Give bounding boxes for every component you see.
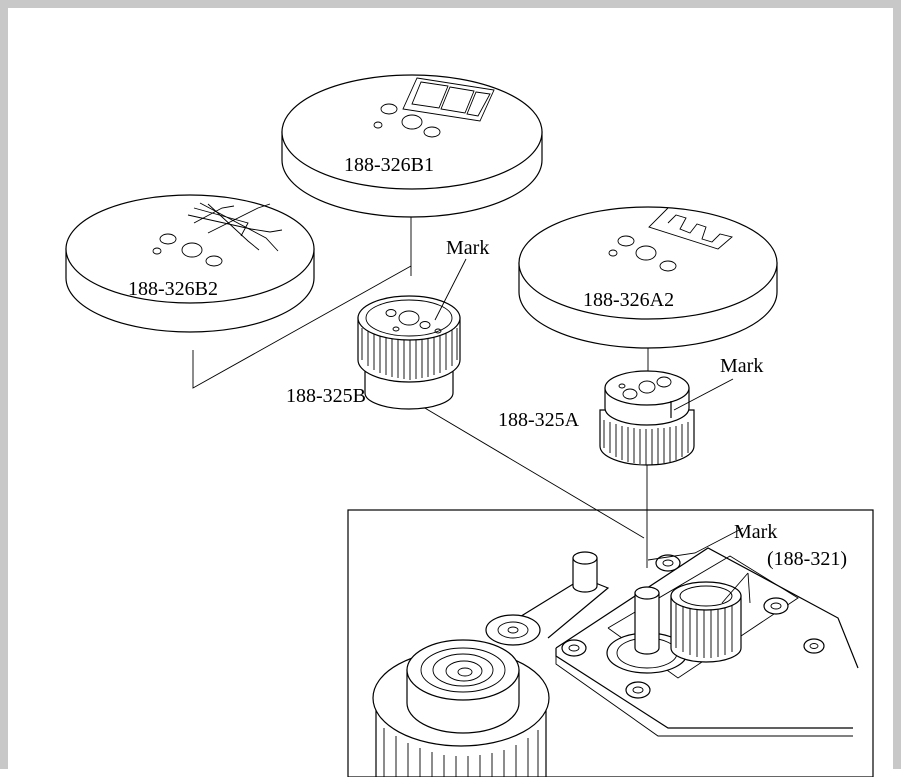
shaft-hub	[606, 586, 688, 674]
disc-188-326b2	[65, 194, 315, 333]
disc-188-326a2	[518, 206, 778, 349]
label-188-326b1: 188-326B1	[344, 154, 434, 176]
label-mark-gear-a: Mark	[720, 355, 763, 377]
comb-symbol	[648, 207, 733, 250]
base-mechanism	[347, 509, 874, 777]
label-188-325a: 188-325A	[498, 409, 580, 431]
disc-holes	[608, 235, 677, 272]
gear-188-325a	[599, 370, 695, 466]
pulley-wheel	[372, 639, 550, 777]
assembly-diagram: 188-326B1 188-326B2 188-326A2 188-325B 1…	[65, 74, 874, 777]
disc-holes	[373, 103, 441, 138]
label-188-326b2: 188-326B2	[128, 278, 218, 300]
mark-leaders	[434, 258, 751, 604]
label-mark-gear-b: Mark	[446, 237, 489, 259]
gear-188-325b	[357, 295, 461, 410]
label-188-326a2: 188-326A2	[583, 289, 674, 311]
disc-188-326b1	[281, 74, 543, 218]
cross-symbol	[187, 202, 283, 252]
bosses	[561, 554, 825, 699]
label-188-321: (188-321)	[767, 548, 847, 570]
three-square-symbol	[402, 77, 495, 122]
pinion-188-321	[670, 581, 742, 663]
lever-arm	[485, 551, 610, 646]
disc-holes	[152, 233, 223, 267]
label-mark-base: Mark	[734, 521, 777, 543]
label-188-325b: 188-325B	[286, 385, 366, 407]
